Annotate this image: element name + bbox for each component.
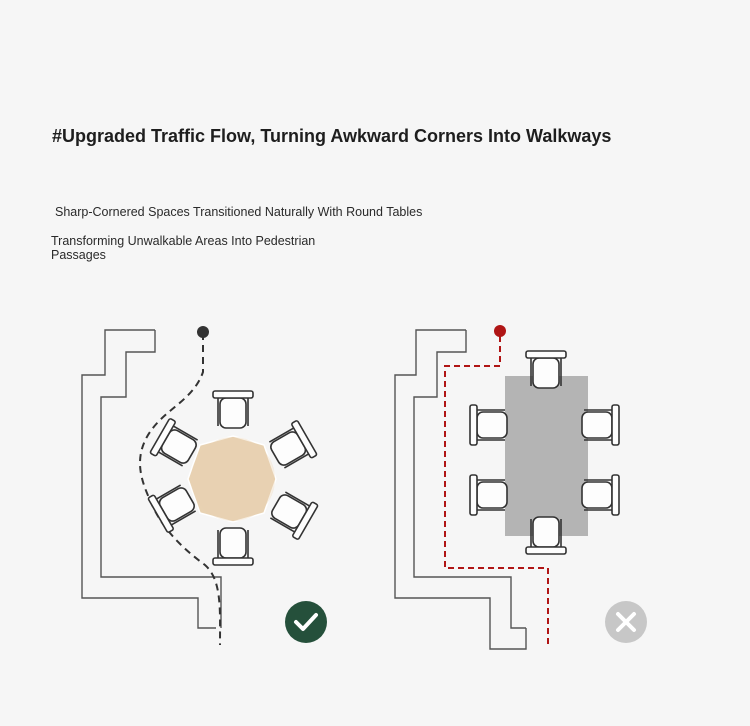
chair-round-bottom xyxy=(212,527,254,566)
chair-round-top xyxy=(212,390,254,429)
round-table xyxy=(187,435,277,523)
wall-left-outer xyxy=(81,329,216,629)
chair-round-upper-right xyxy=(264,419,318,475)
chair-round-lower-right xyxy=(265,485,319,541)
wall-left-inner xyxy=(100,330,222,628)
wall-right-outer xyxy=(394,329,527,650)
chair-rect-left-2 xyxy=(469,474,508,516)
wall-right-inner xyxy=(413,330,526,629)
cross-icon xyxy=(616,612,636,632)
subtitle-round-tables: Sharp-Cornered Spaces Transitioned Natur… xyxy=(55,205,423,219)
rect-table xyxy=(505,376,588,536)
bad-layout xyxy=(394,325,647,650)
chair-rect-left-1 xyxy=(469,404,508,446)
bad-walk-path xyxy=(444,336,549,648)
page-title: #Upgraded Traffic Flow, Turning Awkward … xyxy=(52,126,612,146)
subtitle-passages: Transforming Unwalkable Areas Into Pedes… xyxy=(51,234,316,262)
good-layout xyxy=(81,326,327,646)
bad-path-start-dot xyxy=(494,325,506,337)
good-path-start-dot xyxy=(197,326,209,338)
check-icon xyxy=(294,613,318,631)
ok-badge xyxy=(285,601,327,643)
